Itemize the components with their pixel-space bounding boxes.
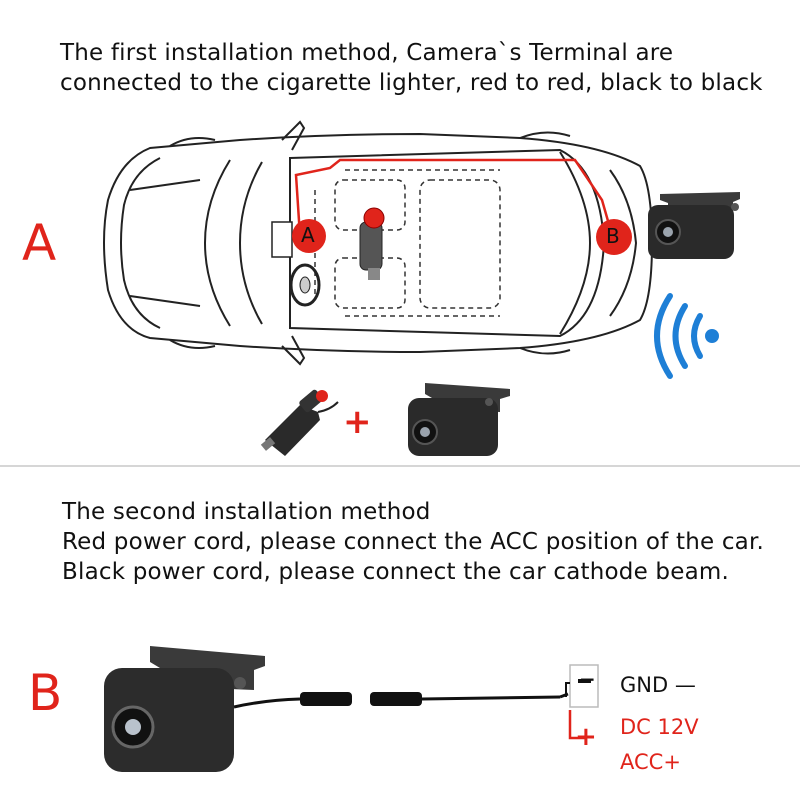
camera-icon [648,192,740,259]
section-b-heading: The second installation method Red power… [62,497,764,587]
marker-b [596,219,632,255]
camera-icon-loose [408,383,510,456]
power-terminal [565,664,599,740]
terminal-plus: + [575,722,597,752]
wireless-signal-icon [654,293,719,379]
wiring-path [294,158,612,237]
marker-a [292,219,326,253]
dashboard-panel [271,221,293,258]
section-b-heading-line1: The second installation method [62,499,431,525]
camera-icon-large [104,646,265,772]
section-a-heading-line1: The first installation method, Camera`s … [60,40,674,66]
marker-a-label: A [301,223,315,247]
car-seats [314,169,501,317]
terminal-minus: − [579,667,596,691]
section-b-heading-line3: Black power cord, please connect the car… [62,559,729,585]
steering-wheel-icon [289,263,321,307]
gnd-label: GND — [620,673,696,697]
section-b-heading-line2: Red power cord, please connect the ACC p… [62,529,765,555]
camera-cable [233,692,569,709]
plus-sign: + [343,402,372,442]
acc-label: ACC+ [620,750,681,774]
car-lighter-plug-icon [359,207,385,280]
marker-b-label: B [606,224,620,248]
section-a-letter: A [22,214,57,272]
section-divider [0,465,800,467]
dc-label: DC 12V [620,715,699,739]
section-b-letter: B [28,664,63,722]
section-a-heading: The first installation method, Camera`s … [60,38,763,98]
section-a-heading-line2: connected to the cigarette lighter, red … [60,70,763,96]
cigarette-plug-icon [260,389,339,456]
